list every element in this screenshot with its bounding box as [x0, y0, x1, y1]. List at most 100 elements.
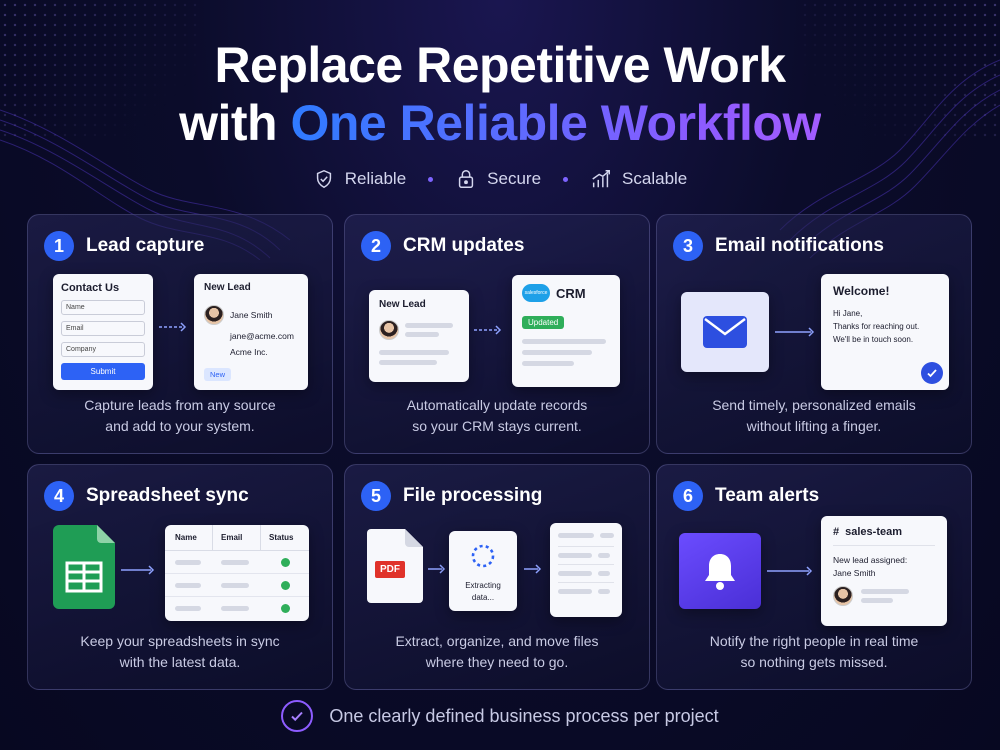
- card-title: File processing: [403, 485, 543, 506]
- bell-icon: [705, 554, 735, 590]
- name-field[interactable]: Name: [61, 300, 145, 315]
- desc-line-2: so nothing gets missed.: [740, 654, 888, 670]
- status-dot: [280, 557, 290, 567]
- desc-line-2: where they need to go.: [425, 654, 569, 670]
- message-line-2: Jane Smith: [833, 568, 876, 578]
- desc-line-1: Extract, organize, and move files: [395, 633, 599, 649]
- card-description: Keep your spreadsheets in sync with the …: [28, 631, 332, 673]
- arrow-icon: [159, 322, 187, 332]
- email-line-2: Thanks for reaching out.: [833, 322, 920, 331]
- feature-badges: Reliable Secure Scalable: [0, 168, 1000, 190]
- card-title: CRM updates: [403, 235, 525, 256]
- status-dot: [280, 580, 290, 590]
- company-field[interactable]: Company: [61, 342, 145, 357]
- email-preview: Welcome! Hi Jane, Thanks for reaching ou…: [821, 274, 949, 390]
- check-circle-icon: [921, 362, 943, 384]
- card-description: Notify the right people in real time so …: [657, 631, 971, 673]
- new-lead-card: New Lead: [369, 290, 469, 382]
- loading-spinner-icon: [471, 544, 495, 568]
- email-line-3: We'll be in touch soon.: [833, 335, 914, 344]
- arrow-icon: [767, 566, 813, 576]
- desc-line-2: without lifting a finger.: [746, 418, 882, 434]
- card-team-alerts: 6 Team alerts # sales-team New lead assi…: [656, 464, 972, 690]
- step-number: 2: [361, 231, 391, 261]
- card-title: Lead capture: [86, 235, 205, 256]
- organized-table: [550, 523, 622, 617]
- col-header-status: Status: [269, 533, 294, 542]
- desc-line-1: Notify the right people in real time: [709, 633, 919, 649]
- card-email-notifications: 3 Email notifications Welcome! Hi Jane, …: [656, 214, 972, 454]
- avatar: [379, 320, 399, 340]
- lead-title: New Lead: [204, 282, 251, 293]
- extract-line-1: Extracting: [465, 581, 501, 590]
- envelope-icon: [703, 316, 747, 348]
- crm-label: CRM: [556, 285, 586, 301]
- chat-message-card: # sales-team New lead assigned: Jane Smi…: [821, 516, 947, 626]
- col-header-email: Email: [213, 525, 261, 550]
- new-badge: New: [204, 368, 232, 381]
- arrow-icon: [121, 565, 155, 575]
- bell-tile: [679, 533, 761, 609]
- card-spreadsheet-sync: 4 Spreadsheet sync Name Email Status Kee…: [27, 464, 333, 690]
- desc-line-1: Keep your spreadsheets in sync: [80, 633, 280, 649]
- footer-text: One clearly defined business process per…: [329, 705, 719, 726]
- extracting-card: Extracting data...: [449, 531, 517, 611]
- pdf-label: PDF: [375, 561, 405, 578]
- form-title: Contact Us: [61, 282, 120, 294]
- status-dot: [280, 604, 290, 613]
- crm-card: salesforce CRM Updated: [512, 275, 620, 387]
- submit-button[interactable]: Submit: [61, 363, 145, 380]
- avatar: [204, 305, 224, 325]
- extract-line-2: data...: [471, 593, 495, 602]
- email-title: Welcome!: [833, 284, 890, 298]
- step-number: 1: [44, 231, 74, 261]
- email-tile: [681, 292, 769, 372]
- lead-email: jane@acme.com: [230, 331, 294, 341]
- avatar: [833, 586, 853, 606]
- desc-line-2: so your CRM stays current.: [412, 418, 582, 434]
- email-field[interactable]: Email: [61, 321, 145, 336]
- card-title: Spreadsheet sync: [86, 485, 249, 506]
- page-title: Replace Repetitive Work with One Reliabl…: [0, 36, 1000, 152]
- footer: One clearly defined business process per…: [0, 700, 1000, 732]
- card-description: Automatically update records so your CRM…: [345, 395, 649, 437]
- card-lead-capture: 1 Lead capture Contact Us Name Email Com…: [27, 214, 333, 454]
- lead-name: Jane Smith: [230, 310, 273, 320]
- new-lead-card: New Lead Jane Smith jane@acme.com Acme I…: [194, 274, 308, 390]
- badge-secure-label: Secure: [487, 169, 542, 188]
- table-row: [165, 551, 309, 574]
- background-dots-right: [800, 0, 1000, 140]
- badge-reliable-label: Reliable: [344, 169, 407, 188]
- title-prefix: with: [179, 95, 291, 151]
- desc-line-1: Capture leads from any source: [84, 397, 276, 413]
- step-number: 5: [361, 481, 391, 511]
- lead-title: New Lead: [379, 299, 426, 310]
- arrow-icon: [428, 564, 446, 574]
- card-header: 1 Lead capture: [44, 231, 204, 261]
- channel-header: # sales-team: [833, 526, 935, 546]
- step-number: 4: [44, 481, 74, 511]
- card-crm-updates: 2 CRM updates New Lead salesforce CRM Up…: [344, 214, 650, 454]
- card-header: 2 CRM updates: [361, 231, 524, 261]
- title-line-1: Replace Repetitive Work: [214, 37, 786, 93]
- bar-growth-icon: [592, 170, 611, 188]
- shield-check-icon: [316, 169, 331, 189]
- card-header: 5 File processing: [361, 481, 542, 511]
- col-header-name: Name: [165, 525, 213, 550]
- lock-icon: [459, 170, 474, 188]
- channel-name: sales-team: [845, 526, 902, 538]
- lead-company: Acme Inc.: [230, 347, 268, 357]
- spreadsheet-table: Name Email Status: [165, 525, 309, 621]
- title-line-2: with One Reliable Workflow: [0, 94, 1000, 152]
- arrow-icon: [775, 327, 815, 337]
- card-title: Team alerts: [715, 485, 820, 506]
- arrow-icon: [524, 564, 542, 574]
- badge-scalable-label: Scalable: [622, 169, 688, 188]
- card-header: 3 Email notifications: [673, 231, 884, 261]
- salesforce-logo-icon: salesforce: [522, 284, 550, 302]
- badge-secure: Secure: [455, 168, 541, 190]
- card-header: 6 Team alerts: [673, 481, 819, 511]
- desc-line-1: Automatically update records: [406, 397, 588, 413]
- step-number: 3: [673, 231, 703, 261]
- separator-dot: [563, 176, 569, 182]
